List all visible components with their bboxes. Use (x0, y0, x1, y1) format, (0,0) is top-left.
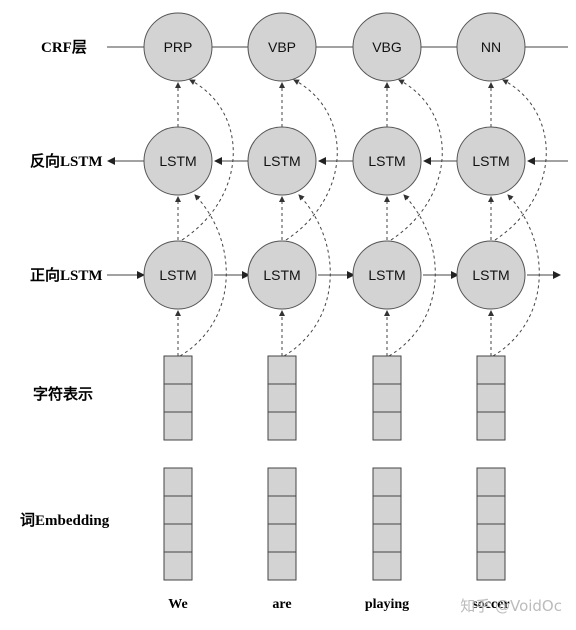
char-stack (163, 355, 193, 441)
char-representation-stacks (163, 355, 506, 441)
embedding-stack (267, 467, 297, 581)
crf-tag: VBP (268, 39, 296, 55)
crf-node (456, 12, 526, 82)
lstm-label: LSTM (368, 153, 405, 169)
backward-lstm-node (143, 126, 213, 196)
word-label: soccer (472, 597, 509, 612)
crf-node (352, 12, 422, 82)
word-embedding-stacks (163, 467, 506, 581)
forward-lstm-nodes: LSTM LSTM LSTM LSTM (143, 240, 526, 310)
word-label: are (272, 597, 291, 612)
forward-lstm-node (456, 240, 526, 310)
crf-tag: NN (481, 39, 501, 55)
column-3 (384, 79, 443, 357)
column-4 (488, 79, 547, 357)
word-embedding-label: 词Embedding (20, 512, 110, 529)
lstm-label: LSTM (159, 153, 196, 169)
char-stack (476, 355, 506, 441)
embedding-stack (372, 467, 402, 581)
crf-nodes: PRP VBP VBG NN (143, 12, 526, 82)
lstm-label: LSTM (472, 153, 509, 169)
lstm-label: LSTM (368, 267, 405, 283)
forward-lstm-node (143, 240, 213, 310)
lstm-label: LSTM (263, 153, 300, 169)
embedding-stack (163, 467, 193, 581)
lstm-label: LSTM (472, 267, 509, 283)
forward-lstm-label: 正向LSTM (30, 266, 103, 284)
crf-node (247, 12, 317, 82)
char-stack (372, 355, 402, 441)
forward-lstm-node (247, 240, 317, 310)
char-representation-label: 字符表示 (33, 385, 93, 403)
crf-node (143, 12, 213, 82)
backward-lstm-nodes: LSTM LSTM LSTM LSTM (143, 126, 526, 196)
word-label: We (168, 597, 187, 612)
lstm-label: LSTM (159, 267, 196, 283)
backward-lstm-node (352, 126, 422, 196)
column-1 (175, 79, 234, 357)
watermark: 知乎 @VoidOc (460, 597, 562, 615)
forward-lstm-node (352, 240, 422, 310)
char-stack (267, 355, 297, 441)
crf-tag: PRP (164, 39, 193, 55)
backward-lstm-node (247, 126, 317, 196)
lstm-label: LSTM (263, 267, 300, 283)
backward-lstm-label: 反向LSTM (30, 152, 103, 170)
crf-layer-label: CRF层 (41, 39, 87, 56)
word-label: playing (365, 597, 409, 612)
embedding-stack (476, 467, 506, 581)
column-2 (279, 79, 338, 357)
crf-tag: VBG (372, 39, 402, 55)
backward-lstm-node (456, 126, 526, 196)
